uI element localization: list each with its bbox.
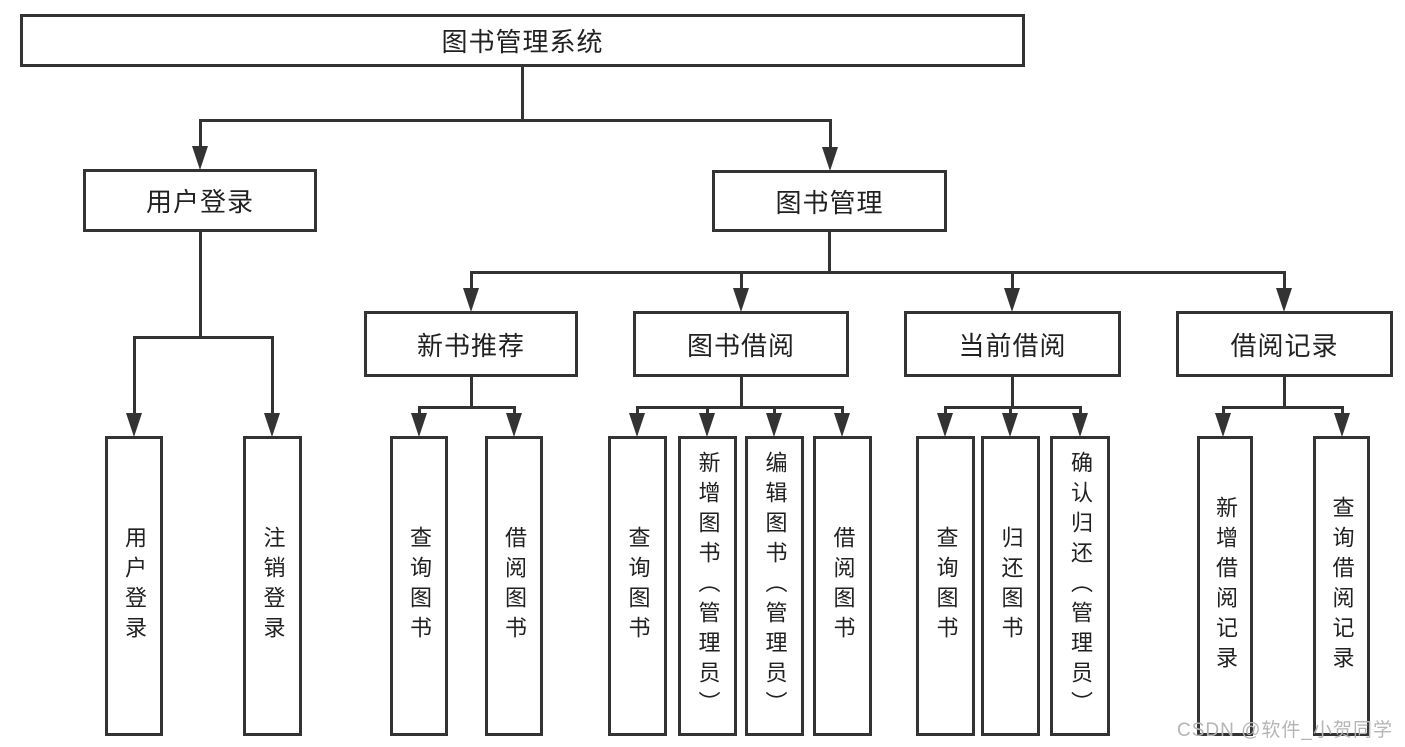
connector-stem — [827, 232, 831, 274]
arrowhead-down-icon — [506, 413, 522, 437]
connector-drop — [1008, 406, 1012, 419]
connector-bar — [635, 406, 844, 409]
node-book-mgmt: 图书管理 — [712, 170, 947, 232]
connector-stem — [520, 67, 524, 122]
arrowhead-down-icon — [1334, 413, 1350, 437]
connector-drop — [198, 119, 202, 152]
arrowhead-down-icon — [411, 413, 427, 437]
connector-bar — [943, 406, 1082, 409]
connector-drop — [828, 119, 832, 153]
connector-bar — [469, 271, 1286, 274]
connector-drop — [635, 406, 639, 419]
arrowhead-down-icon — [733, 288, 749, 312]
node-bb-add-books: 新增图书（管理员） — [678, 436, 737, 736]
connector-drop — [1282, 271, 1286, 294]
connector-bar — [1221, 406, 1344, 409]
csdn-watermark: CSDN @软件_小贺同学 — [1177, 720, 1393, 741]
node-book-borrow: 图书借阅 — [633, 311, 849, 377]
connector-stem — [739, 377, 743, 409]
node-current-borrow: 当前借阅 — [904, 311, 1121, 377]
node-user-login: 用户登录 — [83, 169, 317, 232]
connector-stem — [1010, 377, 1014, 409]
arrowhead-down-icon — [1002, 413, 1018, 437]
arrowhead-down-icon — [766, 413, 782, 437]
node-label: 用户登录 — [145, 187, 254, 217]
node-cb-return-books: 归还图书 — [981, 436, 1040, 736]
node-nb-query-books: 查询图书 — [390, 436, 448, 736]
connector-drop — [739, 271, 743, 294]
node-label: 图书借阅 — [686, 330, 795, 361]
node-nb-borrow-books: 借阅图书 — [485, 436, 543, 736]
arrowhead-down-icon — [1004, 288, 1020, 312]
node-label: 查询图书 — [933, 526, 959, 646]
node-label: 图书管理 — [775, 187, 884, 218]
connector-drop — [512, 406, 516, 419]
connector-drop — [705, 406, 709, 419]
node-label: 当前借阅 — [958, 330, 1067, 361]
arrowhead-down-icon — [1215, 413, 1231, 437]
arrowhead-down-icon — [192, 146, 208, 170]
node-label: 查询图书 — [625, 526, 651, 646]
node-borrow-records: 借阅记录 — [1176, 311, 1393, 377]
node-label: 注销登录 — [260, 526, 286, 646]
connector-stem — [198, 232, 202, 339]
node-label: 新增借阅记录 — [1213, 496, 1238, 676]
arrowhead-down-icon — [822, 147, 838, 171]
node-root: 图书管理系统 — [20, 14, 1025, 67]
node-logout-leaf: 注销登录 — [243, 436, 302, 736]
node-cb-query-books: 查询图书 — [916, 436, 975, 736]
connector-drop — [417, 406, 421, 419]
node-cb-confirm-return: 确认归还（管理员） — [1050, 436, 1110, 736]
arrowhead-down-icon — [629, 413, 645, 437]
arrowhead-down-icon — [834, 413, 850, 437]
arrowhead-down-icon — [126, 413, 142, 437]
arrowhead-down-icon — [1276, 288, 1292, 312]
node-label: 新增图书（管理员） — [695, 451, 721, 721]
connector-drop — [943, 406, 947, 419]
connector-drop — [1078, 406, 1082, 419]
connector-stem — [1282, 377, 1286, 409]
node-br-add-record: 新增借阅记录 — [1197, 436, 1253, 736]
node-bb-edit-books: 编辑图书（管理员） — [745, 436, 804, 736]
node-label: 图书管理系统 — [441, 27, 604, 57]
arrowhead-down-icon — [937, 413, 953, 437]
node-bb-borrow-books: 借阅图书 — [813, 436, 872, 736]
node-label: 确认归还（管理员） — [1068, 451, 1093, 721]
connector-drop — [1010, 271, 1014, 294]
node-bb-query-books: 查询图书 — [608, 436, 667, 736]
node-label: 借阅图书 — [502, 526, 527, 646]
arrowhead-down-icon — [699, 413, 715, 437]
arrowhead-down-icon — [264, 413, 280, 437]
connector-drop — [270, 336, 274, 419]
node-label: 编辑图书（管理员） — [762, 451, 788, 721]
arrowhead-down-icon — [1072, 413, 1088, 437]
connector-stem — [469, 377, 473, 409]
node-label: 归还图书 — [998, 526, 1024, 646]
node-login-leaf: 用户登录 — [105, 436, 163, 736]
node-label: 查询借阅记录 — [1329, 496, 1355, 676]
arrowhead-down-icon — [463, 288, 479, 312]
node-label: 查询图书 — [407, 526, 432, 646]
connector-drop — [132, 336, 136, 419]
node-label: 借阅记录 — [1230, 330, 1339, 361]
connector-bar — [198, 119, 832, 122]
node-label: 用户登录 — [122, 526, 147, 646]
node-label: 新书推荐 — [416, 330, 525, 361]
connector-drop — [1340, 406, 1344, 419]
node-br-query-record: 查询借阅记录 — [1313, 436, 1370, 736]
node-new-books: 新书推荐 — [364, 311, 578, 377]
connector-bar — [417, 406, 516, 409]
node-label: 借阅图书 — [830, 526, 856, 646]
connector-drop — [1221, 406, 1225, 419]
connector-drop — [840, 406, 844, 419]
connector-bar — [132, 336, 274, 339]
connector-drop — [772, 406, 776, 419]
connector-drop — [469, 271, 473, 294]
